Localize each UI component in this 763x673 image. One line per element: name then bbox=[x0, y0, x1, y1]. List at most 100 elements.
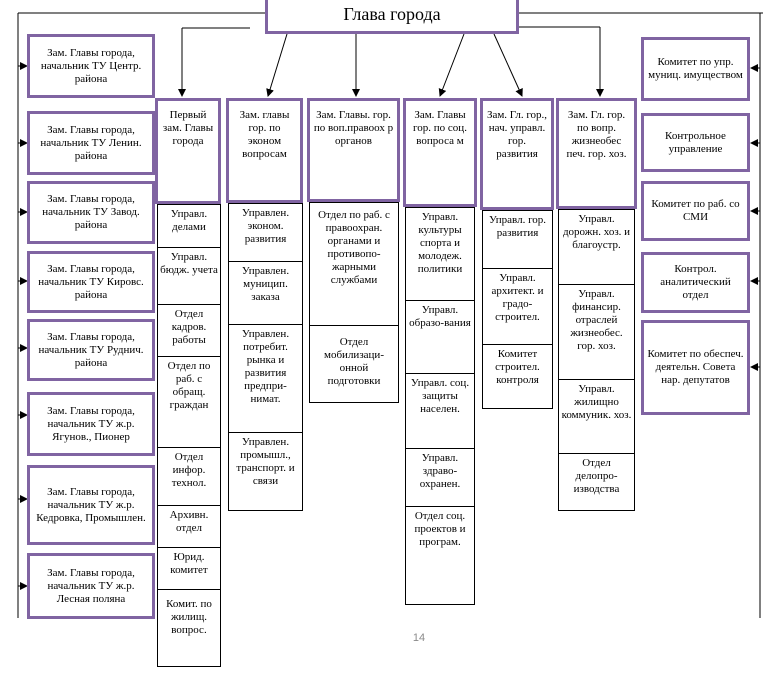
unit-label: Юрид. комитет bbox=[170, 551, 208, 576]
unit-label: Управлен. эконом. развития bbox=[241, 207, 290, 245]
column-head-label: Первый зам. Главы города bbox=[162, 109, 214, 147]
unit-box: Управл. соц. защиты населен. bbox=[406, 373, 474, 448]
column-head-social: Зам. Главы гор. по соц. вопроса м bbox=[403, 98, 477, 207]
left-box-7: Зам. Главы города, начальник ТУ ж.р. Кед… bbox=[27, 465, 155, 545]
left-box-8: Зам. Главы города, начальник ТУ ж.р. Лес… bbox=[27, 553, 155, 619]
unit-label: Управл. здраво-охранен. bbox=[419, 452, 461, 490]
left-box-5: Зам. Главы города, начальник ТУ Руднич. … bbox=[27, 319, 155, 381]
unit-label: Управл. гор. развития bbox=[488, 214, 547, 239]
column-head-label: Зам. Главы. гор. по воп.правоох р органо… bbox=[313, 109, 394, 147]
right-box-label: Контрол. аналитический отдел bbox=[660, 263, 731, 301]
unit-label: Отдел мобилизаци-онной подготовки bbox=[324, 336, 384, 387]
column-head-first-deputy: Первый зам. Главы города bbox=[155, 98, 221, 204]
unit-box: Управл. жилищно коммуник. хоз. bbox=[559, 379, 634, 453]
unit-box: Архивн. отдел bbox=[158, 505, 220, 547]
unit-box: Отдел кадров. работы bbox=[158, 304, 220, 356]
unit-box: Отдел мобилизаци-онной подготовки bbox=[310, 325, 398, 403]
unit-box: Управл. финансир. отраслей жизнеобес. го… bbox=[559, 284, 634, 379]
column-units-utilities: Управл. дорожн. хоз. и благоустр. Управл… bbox=[558, 209, 635, 511]
unit-box: Отдел соц. проектов и програм. bbox=[406, 506, 474, 605]
unit-box: Юрид. комитет bbox=[158, 547, 220, 589]
left-box-label: Зам. Главы города, начальник ТУ Центр. р… bbox=[40, 46, 142, 85]
right-box-1: Комитет по упр. муниц. имуществом bbox=[641, 37, 750, 101]
unit-label: Управл. делами bbox=[170, 208, 208, 233]
unit-label: Управл. жилищно коммуник. хоз. bbox=[561, 383, 632, 421]
column-units-development: Управл. гор. развития Управл. архитект. … bbox=[482, 210, 553, 409]
column-head-development: Зам. Гл. гор., нач. управл. гор. развити… bbox=[480, 98, 554, 210]
left-box-label: Зам. Главы города, начальник ТУ Руднич. … bbox=[38, 330, 144, 369]
unit-box: Отдел делопро-изводства bbox=[559, 453, 634, 511]
left-box-label: Зам. Главы города, начальник ТУ Кировс. … bbox=[38, 262, 144, 301]
unit-box: Управлен. потребит. рынка и развития пре… bbox=[229, 324, 302, 432]
unit-label: Управлен. потребит. рынка и развития пре… bbox=[241, 328, 290, 405]
unit-box: Комитет строител. контроля bbox=[483, 344, 552, 409]
column-units-law: Отдел по раб. с правоохран. органами и п… bbox=[309, 202, 399, 403]
column-units-social: Управл. культуры спорта и молодеж. полит… bbox=[405, 207, 475, 605]
unit-label: Управл. бюдж. учета bbox=[160, 251, 218, 276]
unit-label: Комитет строител. контроля bbox=[495, 348, 540, 386]
unit-label: Отдел делопро-изводства bbox=[573, 457, 620, 495]
right-box-label: Контрольное управление bbox=[665, 129, 726, 155]
unit-label: Комит. по жилищ. вопрос. bbox=[166, 598, 212, 636]
unit-box: Отдел по раб. с обращ. граждан bbox=[158, 356, 220, 447]
unit-label: Управл. образо-вания bbox=[409, 304, 471, 329]
unit-box: Комит. по жилищ. вопрос. bbox=[158, 589, 220, 667]
left-box-4: Зам. Главы города, начальник ТУ Кировс. … bbox=[27, 251, 155, 313]
left-box-label: Зам. Главы города, начальник ТУ Ленин. р… bbox=[40, 123, 142, 162]
column-units-first-deputy: Управл. делами Управл. бюдж. учета Отдел… bbox=[157, 204, 221, 667]
unit-label: Управлен. промышл., транспорт. и связи bbox=[236, 436, 295, 487]
left-box-6: Зам. Главы города, начальник ТУ ж.р. Ягу… bbox=[27, 392, 155, 456]
unit-box: Управл. бюдж. учета bbox=[158, 247, 220, 304]
column-head-label: Зам. Гл. гор., нач. управл. гор. развити… bbox=[486, 109, 548, 160]
right-box-3: Комитет по раб. со СМИ bbox=[641, 181, 750, 241]
column-head-label: Зам. Гл. гор. по вопр. жизнеобес печ. го… bbox=[566, 109, 627, 160]
unit-box: Управл. здраво-охранен. bbox=[406, 448, 474, 506]
unit-label: Управл. культуры спорта и молодеж. полит… bbox=[417, 211, 463, 275]
left-box-1: Зам. Главы города, начальник ТУ Центр. р… bbox=[27, 34, 155, 98]
right-box-label: Комитет по раб. со СМИ bbox=[651, 198, 740, 223]
unit-box: Управл. гор. развития bbox=[483, 211, 552, 268]
unit-box: Управл. культуры спорта и молодеж. полит… bbox=[406, 208, 474, 300]
unit-label: Отдел кадров. работы bbox=[171, 308, 207, 346]
unit-label: Отдел инфор. технол. bbox=[171, 451, 207, 489]
unit-box: Управл. дорожн. хоз. и благоустр. bbox=[559, 210, 634, 284]
left-box-label: Зам. Главы города, начальник ТУ ж.р. Ягу… bbox=[47, 404, 135, 443]
unit-box: Управлен. промышл., транспорт. и связи bbox=[229, 432, 302, 511]
unit-box: Управлен. муницип. заказа bbox=[229, 261, 302, 324]
unit-label: Управл. архитект. и градо-строител. bbox=[491, 272, 544, 323]
page-number: 14 bbox=[412, 632, 426, 644]
left-box-2: Зам. Главы города, начальник ТУ Ленин. р… bbox=[27, 111, 155, 175]
unit-label: Управлен. муницип. заказа bbox=[241, 265, 290, 303]
unit-label: Отдел по раб. с обращ. граждан bbox=[167, 360, 211, 411]
column-head-law: Зам. Главы. гор. по воп.правоох р органо… bbox=[307, 98, 400, 202]
column-head-label: Зам. главы гор. по эконом вопросам bbox=[239, 109, 290, 160]
unit-box: Управлен. эконом. развития bbox=[229, 204, 302, 261]
unit-box: Управл. делами bbox=[158, 205, 220, 247]
right-box-5: Комитет по обеспеч. деятельн. Совета нар… bbox=[641, 320, 750, 415]
unit-label: Отдел соц. проектов и програм. bbox=[414, 510, 466, 548]
unit-label: Управл. финансир. отраслей жизнеобес. го… bbox=[570, 288, 623, 352]
column-head-utilities: Зам. Гл. гор. по вопр. жизнеобес печ. го… bbox=[556, 98, 637, 209]
unit-box: Управл. архитект. и градо-строител. bbox=[483, 268, 552, 344]
right-box-2: Контрольное управление bbox=[641, 113, 750, 172]
column-head-label: Зам. Главы гор. по соц. вопроса м bbox=[413, 109, 467, 147]
unit-box: Управл. образо-вания bbox=[406, 300, 474, 373]
head-box: Глава города bbox=[265, 0, 519, 34]
right-box-4: Контрол. аналитический отдел bbox=[641, 252, 750, 313]
column-head-economy: Зам. главы гор. по эконом вопросам bbox=[226, 98, 303, 203]
left-box-3: Зам. Главы города, начальник ТУ Завод. р… bbox=[27, 181, 155, 244]
left-box-label: Зам. Главы города, начальник ТУ Завод. р… bbox=[42, 193, 140, 231]
unit-box: Отдел по раб. с правоохран. органами и п… bbox=[310, 203, 398, 325]
right-box-label: Комитет по упр. муниц. имуществом bbox=[648, 56, 743, 81]
column-units-economy: Управлен. эконом. развития Управлен. мун… bbox=[228, 203, 303, 511]
unit-label: Отдел по раб. с правоохран. органами и п… bbox=[318, 209, 390, 286]
head-title: Глава города bbox=[343, 4, 441, 24]
right-box-label: Комитет по обеспеч. деятельн. Совета нар… bbox=[647, 348, 744, 386]
unit-label: Управл. дорожн. хоз. и благоустр. bbox=[562, 213, 631, 251]
unit-box: Отдел инфор. технол. bbox=[158, 447, 220, 505]
left-box-label: Зам. Главы города, начальник ТУ ж.р. Кед… bbox=[36, 485, 146, 524]
left-box-label: Зам. Главы города, начальник ТУ ж.р. Лес… bbox=[47, 566, 135, 605]
unit-label: Управл. соц. защиты населен. bbox=[410, 377, 470, 415]
unit-label: Архивн. отдел bbox=[169, 509, 209, 534]
